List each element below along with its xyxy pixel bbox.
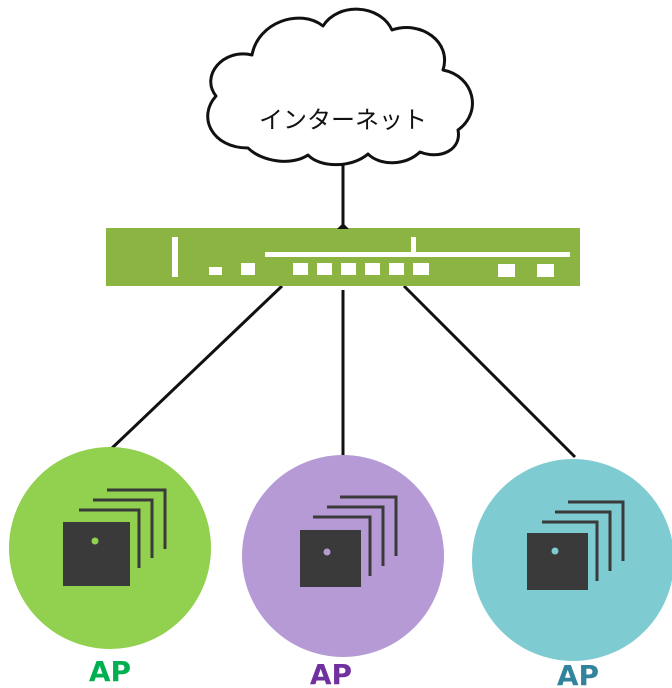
switch-port: [498, 264, 515, 277]
switch-port: [365, 263, 380, 275]
cable-switch-to-ap-3: [402, 284, 577, 459]
access-point-1: AP: [9, 447, 211, 688]
cables: [108, 152, 577, 459]
cloud-icon: [206, 7, 474, 167]
access-point-stack-icon: [63, 488, 167, 586]
ap-label: AP: [310, 658, 352, 688]
switch-port: [341, 263, 356, 275]
switch-port: [241, 263, 255, 275]
access-point-3: AP: [472, 459, 672, 688]
switch-line-horizontal: [265, 252, 570, 257]
switch-port: [389, 263, 404, 275]
ap-label: AP: [89, 655, 131, 688]
switch-port: [209, 267, 222, 275]
cloud-label: インターネット: [259, 106, 427, 134]
switch-port: [293, 263, 308, 275]
switch-status-bar: [172, 237, 178, 277]
cable-switch-to-ap-1: [108, 284, 284, 452]
network-switch: [106, 223, 580, 286]
ap-led: [551, 547, 559, 555]
ap-label: AP: [557, 659, 599, 688]
access-point-stack-icon: [527, 500, 625, 590]
switch-cable-connector: [337, 223, 349, 229]
switch-port: [317, 263, 332, 275]
switch-line-vertical: [411, 237, 416, 257]
access-point-stack-icon: [300, 495, 398, 587]
switch-port: [537, 264, 554, 277]
access-point-2: AP: [242, 455, 444, 688]
ap-led: [91, 537, 99, 545]
switch-port: [413, 263, 429, 275]
internet-cloud: インターネット: [206, 7, 474, 167]
ap-led: [323, 548, 331, 556]
